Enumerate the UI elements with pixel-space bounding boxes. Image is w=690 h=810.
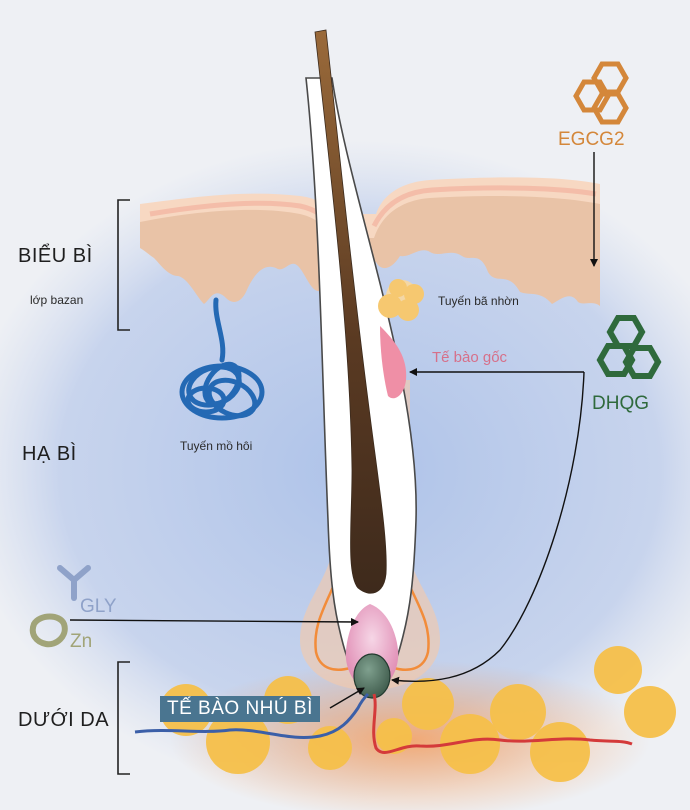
- sebaceous-gland: [378, 279, 424, 321]
- label-epidermis: BIỂU BÌ: [18, 245, 93, 267]
- label-dhqg: DHQG: [592, 393, 649, 414]
- label-subcutis: DƯỚI DA: [18, 709, 110, 731]
- dhqg-papilla-arrow: [391, 371, 585, 685]
- label-dermis: HẠ BÌ: [22, 443, 77, 465]
- label-gly: GLY: [80, 596, 117, 617]
- gly-icon: [57, 565, 91, 601]
- gly-zn-arrow: [69, 617, 359, 626]
- papilla-pointer: [329, 687, 365, 709]
- label-stem-cell: Tế bào gốc: [432, 349, 508, 366]
- dhqg-icon: [596, 315, 662, 379]
- label-egcg2: EGCG2: [558, 129, 625, 150]
- label-dermal-papilla: TẾ BÀO NHÚ BÌ: [160, 696, 320, 722]
- label-sebaceous-gland: Tuyến bã nhờn: [438, 294, 519, 308]
- vein: [134, 692, 370, 739]
- label-zn: Zn: [70, 631, 93, 652]
- stem-cell-bulge: [380, 326, 407, 399]
- epidermis-bracket: [117, 199, 130, 331]
- hair-shaft: [314, 29, 387, 594]
- subcutis-bracket: [117, 661, 130, 775]
- dermal-papilla: [353, 653, 391, 699]
- sweat-gland: [179, 297, 265, 421]
- zn-icon: [29, 613, 68, 648]
- egcg2-icon: [573, 61, 629, 125]
- label-basal-layer: lớp bazan: [30, 293, 84, 307]
- artery: [372, 693, 633, 754]
- label-sweat-gland: Tuyến mồ hôi: [180, 439, 253, 453]
